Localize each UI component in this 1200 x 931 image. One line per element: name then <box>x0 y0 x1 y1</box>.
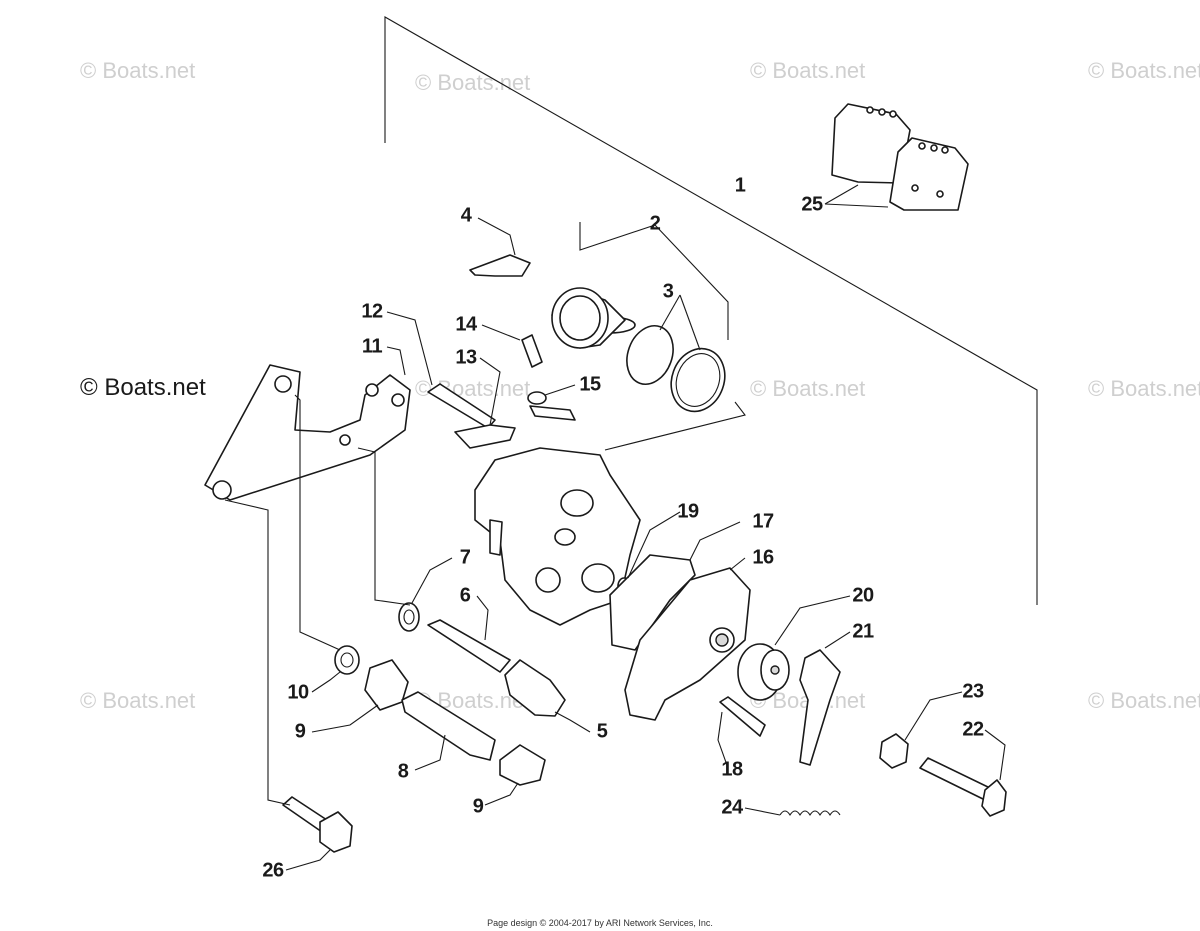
callout-10: 10 <box>287 681 309 704</box>
callout-19: 19 <box>677 500 699 523</box>
clip-13-part <box>454 424 516 449</box>
bolt-22-part <box>919 757 991 801</box>
pad-spring-part <box>469 254 531 277</box>
callout-22: 22 <box>962 718 984 741</box>
callout-18: 18 <box>721 758 743 781</box>
lever-part <box>799 649 841 766</box>
watermark-bold: © Boats.net <box>80 374 206 401</box>
watermark: © Boats.net <box>80 58 196 83</box>
callout-12: 12 <box>361 300 383 323</box>
mounting-bracket-part <box>204 364 411 501</box>
callout-16: 16 <box>752 546 774 569</box>
brake-pads-part <box>831 103 969 211</box>
callout-26: 26 <box>262 859 284 882</box>
leader-11 <box>386 346 406 376</box>
pin-8-part <box>401 691 496 761</box>
callout-14: 14 <box>455 313 477 336</box>
callout-15: 15 <box>579 373 601 396</box>
piston-part <box>551 287 636 349</box>
assembly-bracket-1 <box>384 16 1038 605</box>
leader-10 <box>311 671 341 693</box>
leader-7 <box>411 557 453 604</box>
leader-22 <box>984 729 1006 781</box>
watermark: © Boats.net <box>750 58 866 83</box>
watermark: © Boats.net <box>80 688 196 713</box>
callout-7: 7 <box>459 546 471 569</box>
washer-7-part <box>398 602 420 632</box>
watermark: © Boats.net <box>750 376 866 401</box>
washer-10-part <box>334 645 360 675</box>
roller-part <box>737 643 790 701</box>
callout-8: 8 <box>397 760 409 783</box>
callout-3: 3 <box>662 280 674 303</box>
leader-9a <box>311 704 379 733</box>
callout-9: 9 <box>294 720 306 743</box>
callout-17: 17 <box>752 510 774 533</box>
pin-6-part <box>427 619 511 673</box>
caliper-body-part <box>474 447 641 626</box>
banjo-part <box>527 391 576 421</box>
leader-4 <box>477 217 516 256</box>
callout-6: 6 <box>459 584 471 607</box>
leader-25a <box>824 184 859 205</box>
leader-3a <box>659 294 681 331</box>
watermark: © Boats.net <box>1088 688 1200 713</box>
callout-13: 13 <box>455 346 477 369</box>
nut-part <box>879 733 909 769</box>
bleed-screw-part <box>521 334 543 368</box>
watermark: © Boats.net <box>1088 58 1200 83</box>
page-footer: Page design © 2004-2017 by ARI Network S… <box>487 918 713 928</box>
leader-21 <box>824 631 851 649</box>
spring-part <box>779 810 841 817</box>
bolt-12-part <box>427 383 496 429</box>
leader-26-label <box>285 849 331 871</box>
leader-15 <box>544 384 576 396</box>
gasket-part <box>609 554 696 651</box>
callout-21: 21 <box>852 620 874 643</box>
leader-14 <box>481 324 521 341</box>
leader-20 <box>774 595 851 646</box>
leader-19 <box>627 511 681 579</box>
leader-24 <box>744 807 781 816</box>
sleeve-9a-part <box>364 659 409 711</box>
leader-caliper <box>604 401 746 451</box>
leader-16 <box>729 557 746 571</box>
leader-17 <box>689 521 741 561</box>
leader-9b <box>484 782 519 806</box>
callout-4: 4 <box>460 204 472 227</box>
callout-11: 11 <box>361 335 383 358</box>
sleeve-9b-part <box>499 744 546 786</box>
leader-18 <box>717 711 729 769</box>
callout-23: 23 <box>962 680 984 703</box>
callout-9-lower: 9 <box>472 795 484 818</box>
callout-2: 2 <box>649 212 661 235</box>
leader-pin-7 <box>357 447 411 606</box>
callout-5: 5 <box>596 720 608 743</box>
leader-13 <box>479 357 501 426</box>
leader-2 <box>579 222 729 340</box>
leader-5 <box>554 711 591 733</box>
watermark: © Boats.net <box>415 70 531 95</box>
screw-18-part <box>719 696 766 737</box>
callout-24: 24 <box>721 796 743 819</box>
seal-inner-part <box>626 325 674 385</box>
seal-outer-part <box>670 347 726 413</box>
leader-pin-10 <box>294 394 341 651</box>
leader-23 <box>904 691 963 741</box>
boot-part <box>504 659 566 717</box>
leader-12 <box>386 311 433 386</box>
leader-6 <box>476 595 489 641</box>
cover-part <box>624 567 751 721</box>
leader-25b <box>824 203 889 208</box>
callout-25: 25 <box>801 193 823 216</box>
callout-20: 20 <box>852 584 874 607</box>
leader-26 <box>224 499 291 806</box>
callout-1: 1 <box>734 174 746 197</box>
watermark: © Boats.net <box>1088 376 1200 401</box>
leader-3b <box>679 294 701 351</box>
leader-8 <box>414 734 446 771</box>
